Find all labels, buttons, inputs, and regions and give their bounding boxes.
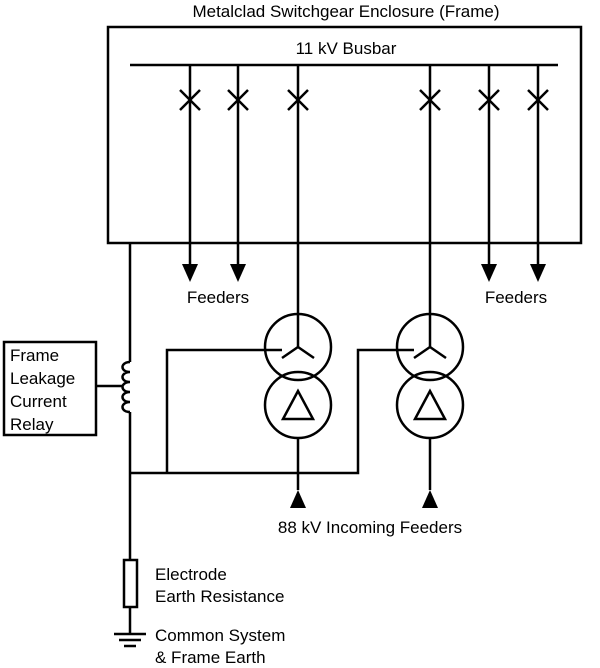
- transformer-circuit-1: [263, 65, 333, 490]
- earth-label-line-1: Common System: [155, 626, 285, 645]
- incoming-arrow-icon: [290, 490, 306, 508]
- relay-label-line-1: Frame: [10, 346, 59, 365]
- current-transformer-coil-icon: [121, 360, 131, 414]
- transformer-circuit-2: [395, 65, 465, 490]
- relay-label-line-4: Relay: [10, 415, 54, 434]
- neutral-connection-2: [130, 348, 414, 475]
- incoming-feeders-label: 88 kV Incoming Feeders: [278, 518, 462, 537]
- enclosure-label: Metalclad Switchgear Enclosure (Frame): [192, 2, 499, 21]
- earth-label-line-2: & Frame Earth: [155, 648, 266, 667]
- transformer-winding-delta-icon: [263, 370, 333, 440]
- transformer-winding-star-icon: [263, 312, 333, 382]
- feeder-arrow-icon: [481, 264, 497, 282]
- feeders-label-left: Feeders: [187, 288, 249, 307]
- feeders-label-right: Feeders: [485, 288, 547, 307]
- feeder-arrow-icon: [182, 264, 198, 282]
- resistance-label-line-2: Earth Resistance: [155, 587, 284, 606]
- busbar-label: 11 kV Busbar: [296, 39, 397, 58]
- transformer-winding-star-icon: [395, 312, 465, 382]
- feeder-circuit-5: [478, 65, 500, 264]
- feeder-arrow-icon: [230, 264, 246, 282]
- feeder-circuit-2: [227, 65, 249, 264]
- incoming-arrow-icon: [422, 490, 438, 508]
- resistance-label-line-1: Electrode: [155, 565, 227, 584]
- relay-label-line-3: Current: [10, 392, 67, 411]
- feeder-arrow-icon: [530, 264, 546, 282]
- switchgear-enclosure: [106, 25, 583, 245]
- resistor-icon: [122, 558, 139, 609]
- feeder-circuit-6: [527, 65, 549, 264]
- relay-label-line-2: Leakage: [10, 369, 75, 388]
- relay-box: [2, 340, 98, 437]
- neutral-connection-1: [165, 348, 282, 473]
- feeder-circuit-1: [179, 65, 201, 264]
- transformer-winding-delta-icon: [395, 370, 465, 440]
